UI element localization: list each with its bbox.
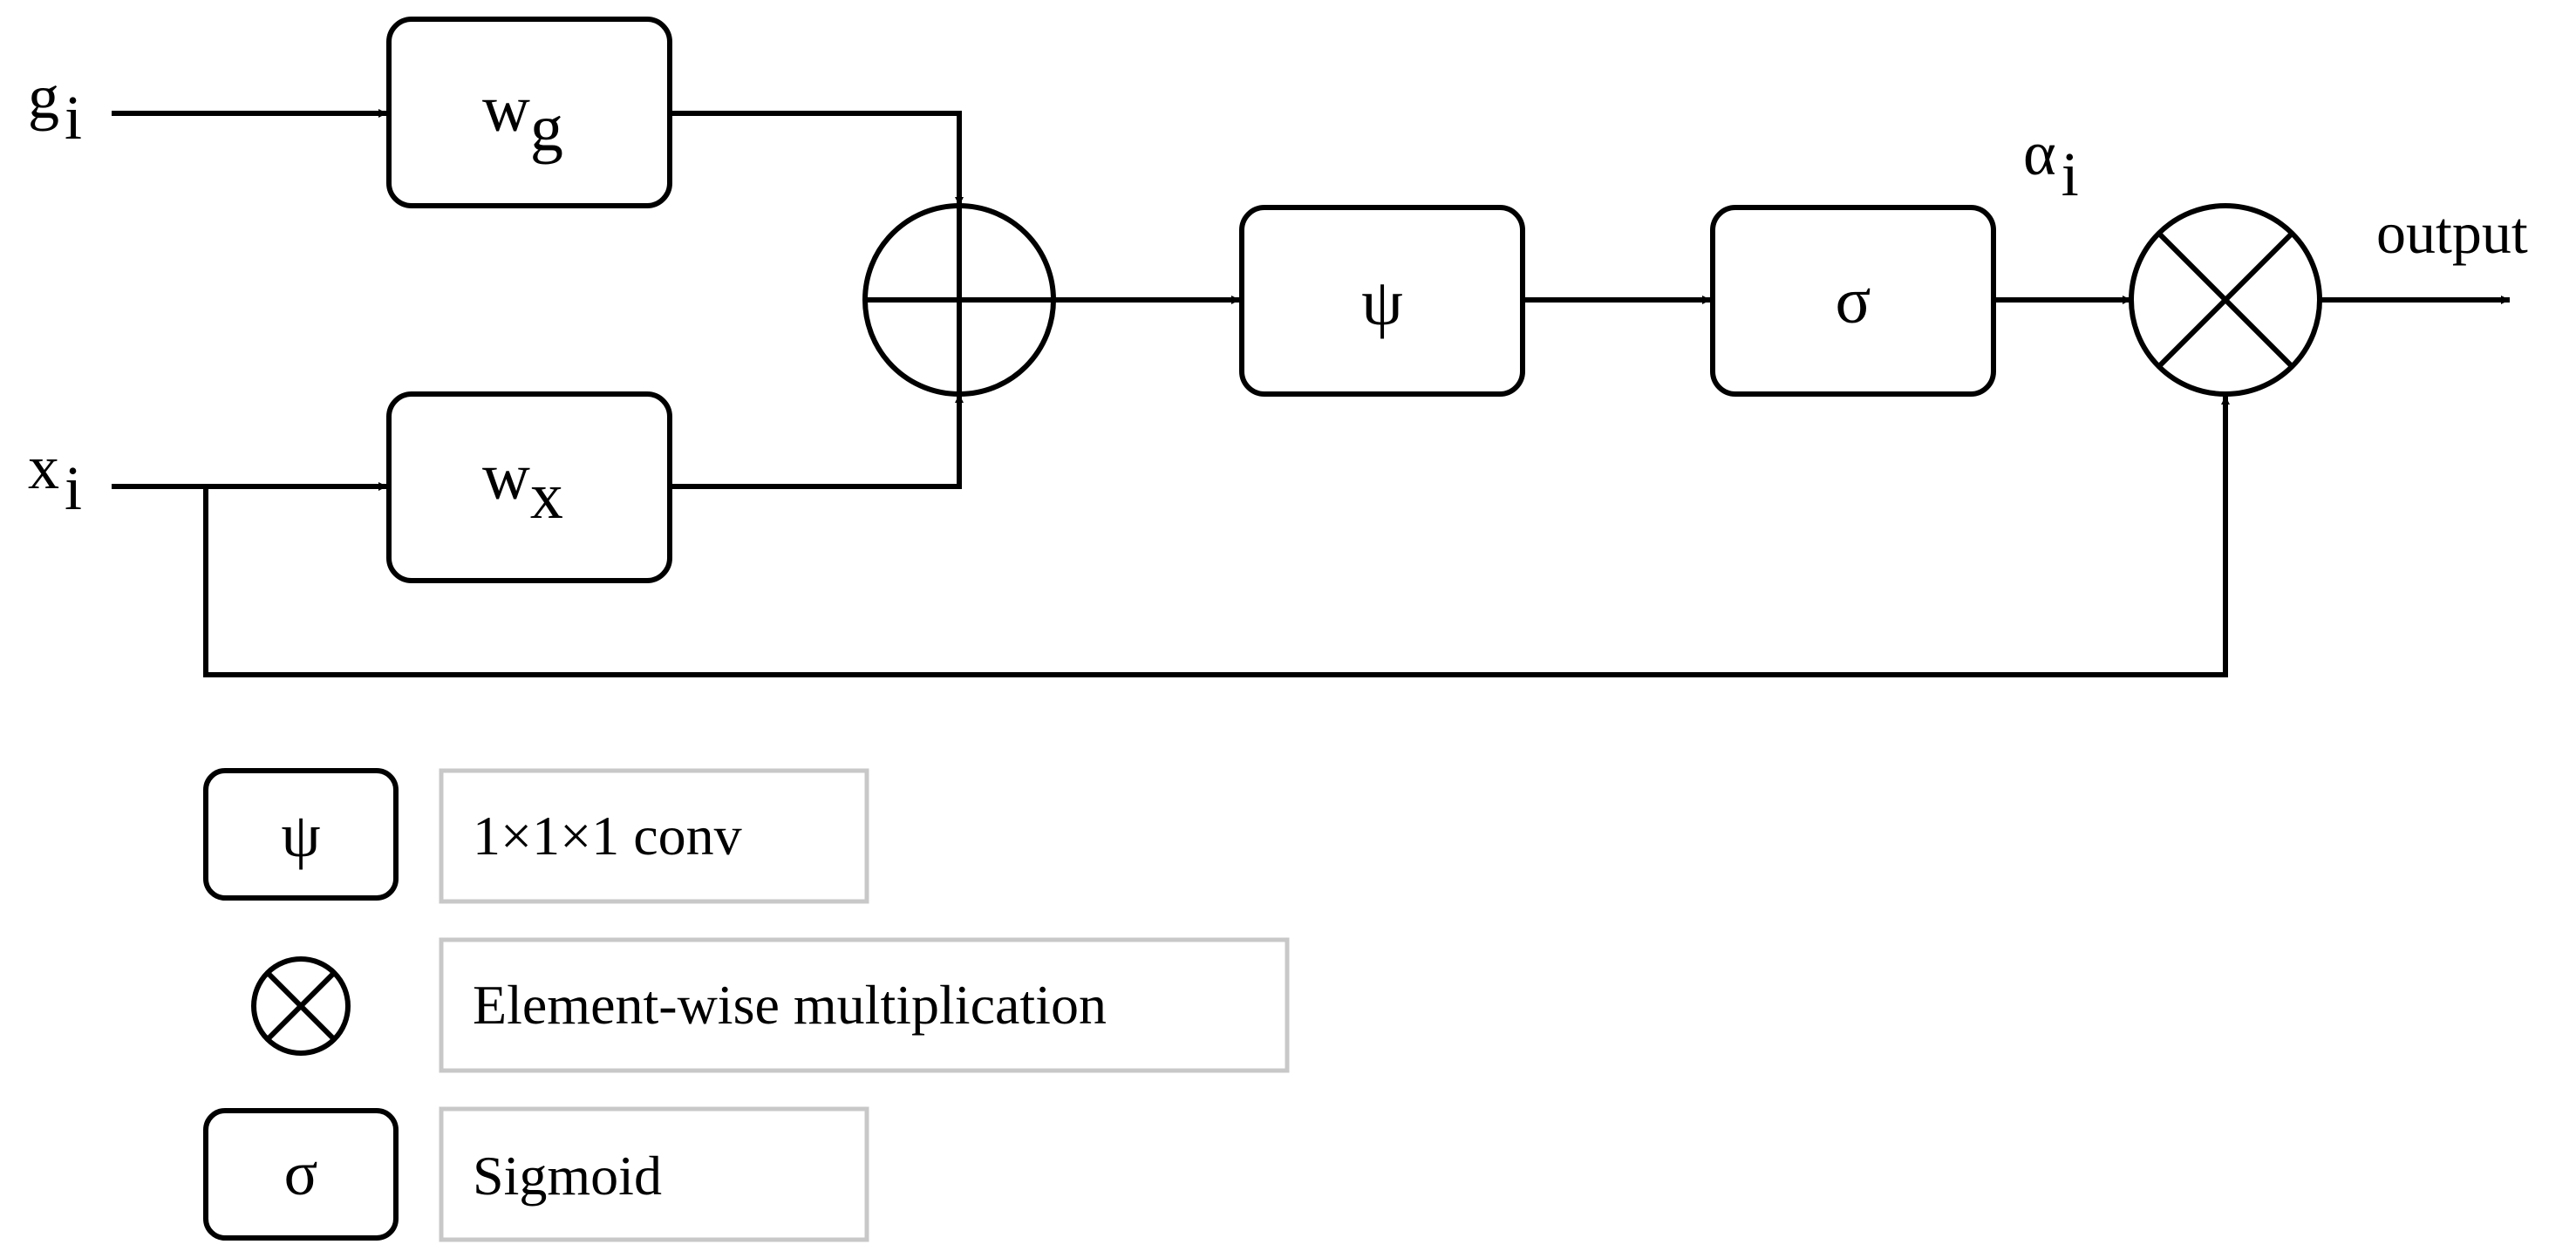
legend-psi-text: 1×1×1 conv (473, 805, 742, 867)
wg-sub: g (530, 92, 563, 165)
alpha-sub: i (2061, 139, 2079, 209)
legend-multiply-text: Element-wise multiplication (473, 974, 1107, 1036)
wg-base: w (482, 72, 530, 146)
wx-label: wx (482, 440, 563, 533)
legend-sigma-textbox (439, 1106, 869, 1242)
input-x-label: xi (28, 432, 82, 523)
legend-psi-textbox (439, 768, 869, 904)
sum-node (862, 203, 1056, 397)
legend: ψ 1×1×1 conv Element-wise multiplication… (203, 768, 1290, 1242)
legend-psi-box (203, 768, 399, 901)
wg-to-sum-arrow (670, 111, 964, 206)
input-x-sub: i (65, 453, 82, 523)
skip-connection-arrow (203, 396, 2230, 677)
legend-multiply-symbol (251, 956, 351, 1056)
multiply-node (2129, 203, 2322, 397)
wx-to-sum-arrow (670, 394, 964, 489)
sigma-label: σ (1836, 264, 1871, 337)
output-label: output (2376, 200, 2528, 266)
legend-multiply-textbox (439, 937, 1290, 1073)
alpha-base: α (2023, 119, 2056, 188)
input-x-base: x (28, 432, 59, 502)
legend-sigma-box (203, 1108, 399, 1241)
input-g-sub: i (65, 83, 82, 153)
wx-sub: x (530, 459, 563, 533)
legend-sigma-symbol: σ (284, 1139, 318, 1208)
wx-base: w (482, 440, 530, 513)
alpha-label: αi (2023, 119, 2079, 209)
input-g-base: g (28, 62, 59, 132)
input-g-label: gi (28, 62, 82, 153)
psi-label: ψ (1361, 266, 1403, 339)
wg-label: wg (482, 72, 563, 165)
legend-psi-symbol: ψ (281, 800, 320, 870)
legend-sigma-text: Sigmoid (473, 1145, 662, 1207)
